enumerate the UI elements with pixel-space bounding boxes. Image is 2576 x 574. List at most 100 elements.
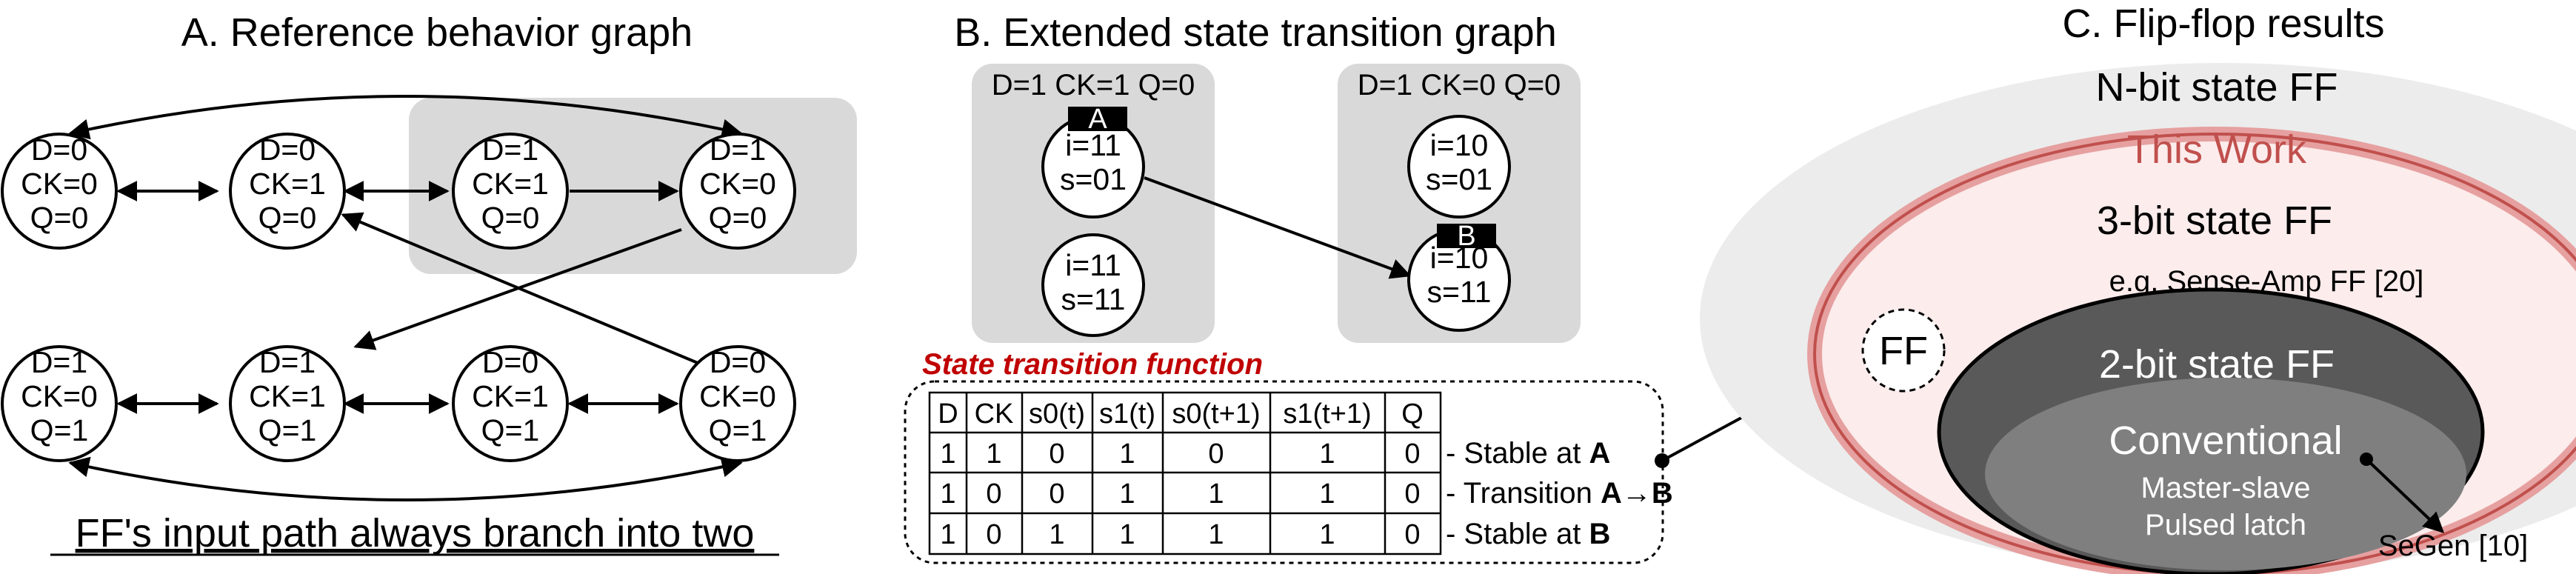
state-node: D=0 CK=0 Q=0 (1, 133, 118, 250)
svg-text:1: 1 (940, 478, 955, 510)
table-row: 1 1 0 1 0 1 0 (940, 438, 1420, 470)
stf-table (928, 391, 1442, 555)
svg-text:D=0: D=0 (482, 345, 538, 379)
row-note: - Stable at B (1446, 518, 1610, 550)
svg-text:D=0: D=0 (259, 133, 316, 167)
three-bit-label: 3-bit state FF (2097, 198, 2332, 243)
row-note: - Transition A→B (1446, 477, 1673, 510)
ff-circle (1861, 308, 1946, 393)
svg-text:0: 0 (1404, 438, 1420, 470)
svg-text:1: 1 (1208, 478, 1224, 510)
svg-text:D=0: D=0 (31, 133, 87, 167)
svg-text:0: 0 (1404, 478, 1420, 510)
table-row: 1 0 1 1 1 1 0 (940, 519, 1420, 550)
svg-text:Q=0: Q=0 (481, 201, 540, 235)
ext-state-node: i=11 s=11 (1041, 233, 1145, 337)
svg-text:Q=1: Q=1 (258, 413, 317, 447)
svg-text:Q=0: Q=0 (30, 201, 89, 235)
svg-text:0: 0 (1049, 478, 1064, 510)
panel-a-caption: FF's input path always branch into two (76, 511, 755, 555)
header-cell: Q (1401, 398, 1424, 430)
conventional-ellipse (1985, 378, 2466, 570)
ext-state-node: i=10 s=01 (1407, 115, 1511, 218)
nbit-label: N-bit state FF (2095, 65, 2338, 110)
stf-table-header: D CK s0(t) s1(t) s0(t+1) s1(t+1) Q (938, 398, 1424, 430)
svg-text:D=1: D=1 (710, 133, 766, 167)
state-node: D=0 CK=1 Q=0 (229, 133, 346, 250)
panel-b-title: B. Extended state transition graph (954, 10, 1557, 55)
svg-text:0: 0 (1404, 519, 1420, 550)
table-row: 1 0 0 1 1 1 0 (940, 478, 1420, 510)
tag-b-label: B (1457, 221, 1475, 252)
panel-c-title: C. Flip-flop results (2062, 1, 2384, 46)
master-slave-label: Master-slave (2141, 472, 2311, 504)
svg-text:s=01: s=01 (1426, 162, 1492, 196)
svg-text:1: 1 (1119, 438, 1135, 470)
svg-text:1: 1 (1319, 519, 1335, 550)
svg-text:0: 0 (986, 478, 1001, 510)
conventional-label: Conventional (2109, 418, 2342, 463)
svg-text:D=0: D=0 (710, 345, 766, 379)
group-label: D=1 CK=1 Q=0 (992, 69, 1195, 101)
svg-text:CK=1: CK=1 (249, 379, 326, 413)
pulsed-latch-label: Pulsed latch (2145, 509, 2306, 541)
svg-text:D=1: D=1 (259, 345, 316, 379)
panel-b: B. Extended state transition graph D=1 C… (904, 10, 1673, 564)
tag-b (1437, 224, 1496, 248)
svg-text:s=11: s=11 (1427, 275, 1491, 309)
ff-label: FF (1879, 329, 1928, 373)
svg-text:Q=0: Q=0 (709, 201, 767, 235)
svg-text:D=1: D=1 (482, 133, 538, 167)
panel-a-edges (68, 95, 743, 501)
header-cell: s0(t) (1029, 398, 1085, 430)
svg-text:Q=1: Q=1 (481, 413, 540, 447)
state-node: D=1 CK=0 Q=1 (1, 345, 118, 462)
svg-text:1: 1 (940, 438, 955, 470)
stf-dotted-box (904, 380, 1664, 564)
svg-text:CK=0: CK=0 (21, 379, 98, 413)
header-cell: s1(t+1) (1283, 398, 1371, 430)
svg-text:Q=1: Q=1 (709, 413, 767, 447)
header-cell: s1(t) (1099, 398, 1155, 430)
panel-c: C. Flip-flop results N-bit state FF This… (1700, 1, 2576, 574)
tag-a-label: A (1088, 104, 1107, 135)
svg-text:CK=1: CK=1 (472, 379, 549, 413)
svg-text:CK=0: CK=0 (699, 167, 776, 201)
state-node: D=0 CK=1 Q=1 (452, 345, 569, 462)
ext-state-node: i=11 s=01 (1041, 115, 1145, 218)
svg-text:i=11: i=11 (1065, 128, 1121, 162)
panel-a: A. Reference behavior graph D=0 CK=0 Q=0… (1, 10, 857, 556)
state-node: D=1 CK=0 Q=0 (679, 133, 796, 250)
svg-text:Q=1: Q=1 (30, 413, 89, 447)
state-node: D=0 CK=0 Q=1 (679, 345, 796, 462)
svg-text:0: 0 (1049, 438, 1064, 470)
svg-text:D=1: D=1 (31, 345, 87, 379)
svg-text:i=11: i=11 (1065, 248, 1121, 282)
svg-text:s=01: s=01 (1060, 162, 1127, 196)
svg-text:s=11: s=11 (1061, 282, 1125, 316)
state-node: D=1 CK=1 Q=0 (452, 133, 569, 250)
state-node: D=1 CK=1 Q=1 (229, 345, 346, 462)
svg-text:Q=0: Q=0 (258, 201, 317, 235)
header-cell: s0(t+1) (1172, 398, 1260, 430)
row-note: - Stable at A (1446, 437, 1610, 470)
header-cell: CK (975, 398, 1014, 430)
svg-text:0: 0 (1208, 438, 1224, 470)
svg-text:1: 1 (1319, 478, 1335, 510)
svg-text:CK=0: CK=0 (699, 379, 776, 413)
group-label: D=1 CK=0 Q=0 (1358, 69, 1561, 101)
tag-a (1068, 107, 1127, 131)
svg-text:1: 1 (940, 519, 955, 550)
svg-text:CK=1: CK=1 (249, 167, 326, 201)
svg-text:CK=1: CK=1 (472, 167, 549, 201)
svg-text:1: 1 (986, 438, 1001, 470)
segen-label: SeGen [10] (2378, 530, 2528, 562)
svg-text:1: 1 (1049, 519, 1064, 550)
header-cell: D (938, 398, 958, 430)
transition-arrow (1144, 176, 1412, 279)
svg-text:1: 1 (1119, 519, 1135, 550)
segen-arrow (2365, 458, 2445, 533)
panel-a-title: A. Reference behavior graph (181, 10, 693, 55)
svg-text:1: 1 (1208, 519, 1224, 550)
